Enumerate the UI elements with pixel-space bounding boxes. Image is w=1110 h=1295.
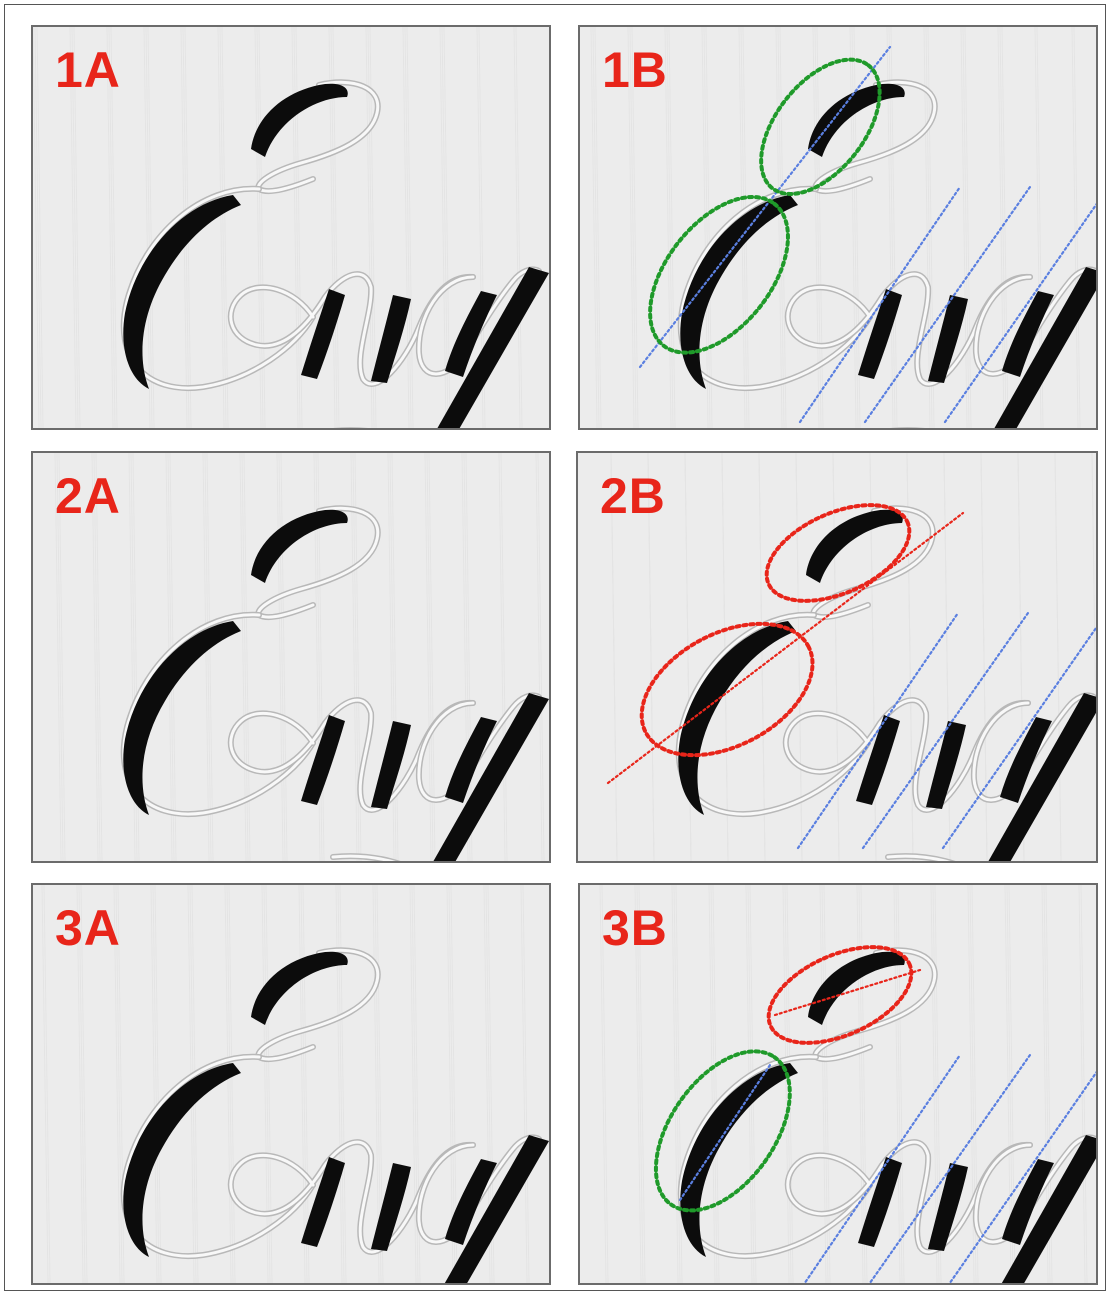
- panel-label-3a: 3A: [55, 903, 121, 953]
- panel-label-1a: 1A: [55, 45, 121, 95]
- n-hairline-shadow: [786, 700, 1028, 810]
- e-bowl-shade: [678, 621, 796, 815]
- e-cap-shade: [808, 952, 905, 1025]
- panel-label-2a: 2A: [55, 471, 121, 521]
- panel-1b: 1B: [578, 25, 1098, 430]
- slant-line-1: [800, 187, 960, 422]
- n-hairline-shadow: [231, 274, 473, 384]
- slant-line-1: [798, 613, 958, 848]
- panel-label-3b: 3B: [602, 903, 668, 953]
- paper-texture: [611, 453, 1096, 861]
- n-arch-shade: [928, 1163, 968, 1251]
- panel-2b: 2B: [576, 451, 1098, 863]
- n-hairline: [786, 700, 1028, 810]
- e-cap-shade: [251, 510, 348, 583]
- n-arch-shade: [371, 295, 411, 383]
- panel-3a: 3A: [31, 883, 551, 1285]
- e-bowl-shade: [123, 621, 241, 815]
- panel-label-2b: 2B: [600, 471, 666, 521]
- panel-1a: 1A: [31, 25, 551, 430]
- n-arch-shade: [928, 295, 968, 383]
- e-bowl-shade: [123, 1063, 241, 1257]
- eng-lettering: [123, 950, 549, 1283]
- panel-2a: 2A: [31, 451, 551, 863]
- figure-frame: 1A 1B 2A 2B 3A 3B: [4, 4, 1106, 1291]
- panel-label-1b: 1B: [602, 45, 668, 95]
- eng-lettering: [608, 486, 1096, 861]
- n-arch-shade: [371, 721, 411, 809]
- e-cap-shade: [806, 510, 903, 583]
- panel-3b: 3B: [578, 883, 1098, 1285]
- n-hairline: [788, 274, 1030, 384]
- n-hairline-shadow: [231, 700, 473, 810]
- n-arch-shade: [926, 721, 966, 809]
- n-hairline: [231, 274, 473, 384]
- n-hairline: [231, 700, 473, 810]
- eng-lettering: [123, 508, 549, 861]
- e-bowl-shade: [680, 1063, 798, 1257]
- n-hairline-shadow: [788, 274, 1030, 384]
